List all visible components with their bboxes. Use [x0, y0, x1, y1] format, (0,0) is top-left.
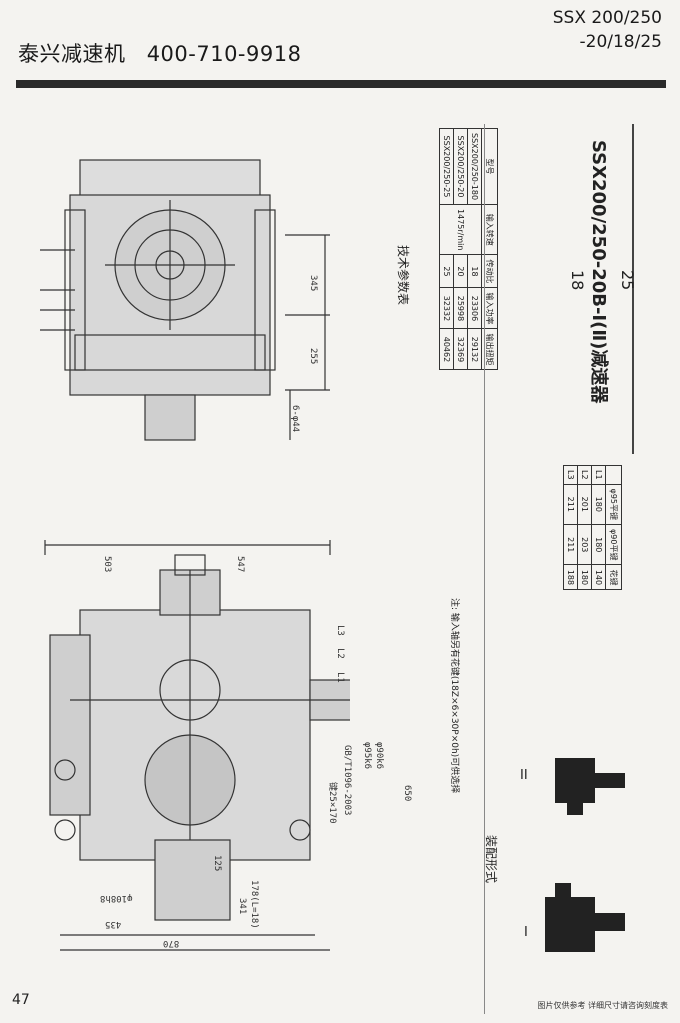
dim-125: 125: [212, 855, 222, 872]
assembly-form-II-icon: [555, 758, 625, 815]
table-row: L3 211 211 188: [563, 465, 578, 590]
table-cell: SSX200/250-25: [439, 128, 454, 205]
table-row: SSX200/250-180 1475r/min 18 23306 29132: [439, 128, 482, 370]
title-divider: [632, 124, 634, 454]
dim-6x44: 6-φ44: [290, 405, 300, 433]
section-view-drawing: [44, 540, 350, 951]
table-cell: 25998: [453, 287, 468, 329]
table-cell: 211: [563, 484, 578, 525]
table-cell: 201: [577, 484, 592, 525]
table-cell: 32332: [439, 287, 454, 329]
dim-L3: L3: [335, 625, 345, 636]
dim-108: φ108h8: [100, 893, 133, 903]
dim-547: 547: [235, 556, 245, 573]
title-line-3: 25: [618, 270, 637, 291]
tech-table-title: 技术参数表: [396, 245, 410, 306]
dim-178: 178(L=18): [249, 880, 259, 929]
table-cell: 140: [591, 564, 606, 590]
table-cell: 25: [439, 254, 454, 288]
model-line-2: -20/18/25: [579, 32, 663, 52]
table-cell: φ90平键: [605, 524, 622, 565]
table-row: L1 180 180 140: [591, 465, 606, 590]
table-cell: φ95平键: [605, 484, 622, 525]
table-cell: 211: [563, 524, 578, 565]
table-cell: 188: [563, 564, 578, 590]
table-cell: 1475r/min: [439, 204, 482, 255]
table-cell: 180: [591, 484, 606, 525]
table-cell: 29132: [467, 328, 482, 370]
dim-key: 键25×170: [327, 782, 337, 824]
dim-650: 650: [402, 785, 412, 802]
title-line-1: 18: [568, 270, 587, 291]
assembly-label-II: II: [520, 768, 528, 783]
table-cell: L2: [577, 465, 592, 485]
title-line-2: SSX200/250-20B-Ⅰ(Ⅱ)减速器: [588, 140, 609, 404]
dim-341: 341: [237, 898, 247, 915]
header-divider: [16, 80, 666, 88]
table-cell: 180: [577, 564, 592, 590]
dim-503: 503: [102, 556, 112, 573]
center-divider: [484, 124, 485, 1014]
page-number: 47: [12, 992, 30, 1008]
top-view-drawing: [40, 159, 330, 441]
dim-L1: L1: [335, 672, 345, 683]
brand-name: 泰兴减速机: [18, 42, 126, 66]
table-cell: 18: [467, 254, 482, 288]
model-number: SSX 200/250 -20/18/25: [553, 6, 662, 54]
dim-standard: GB/T1096-2003: [342, 745, 352, 816]
table-cell: 180: [591, 524, 606, 565]
page-header-title: 泰兴减速机 400-710-9918: [18, 38, 301, 68]
table-row: L2 201 203 180: [577, 465, 592, 590]
phone-number: 400-710-9918: [146, 42, 302, 66]
assembly-form-I-icon: [545, 883, 625, 952]
table-cell: SSX200/250-20: [453, 128, 468, 205]
dim-table-container: φ95平键 φ90平键 花键 L1 180 180 140 L2 201 203…: [563, 465, 680, 590]
table-cell: SSX200/250-180: [467, 128, 482, 205]
dim-table: φ95平键 φ90平键 花键 L1 180 180 140 L2 201 203…: [563, 465, 622, 590]
table-cell: L1: [591, 465, 606, 485]
table-cell: L3: [563, 465, 578, 485]
dim-435: 435: [105, 919, 122, 929]
table-cell: 23306: [467, 287, 482, 329]
table-cell: 20: [453, 254, 468, 288]
table-cell: 32369: [453, 328, 468, 370]
table-cell: 40462: [439, 328, 454, 370]
table-cell: 花键: [605, 564, 622, 590]
tech-param-table: 型号 输入转速 传动比 输入功率 输出扭矩 SSX200/250-180 147…: [439, 128, 498, 370]
table-cell: [605, 465, 622, 485]
table-cell: 203: [577, 524, 592, 565]
footer-note: 图片仅供参考 详细尺寸请咨询刻度表: [537, 1001, 668, 1010]
note-text: 注: 输入轴另有花键(18Z×6×30P×0h)可供选择: [449, 598, 459, 794]
assembly-title: 装配形式: [484, 835, 498, 884]
model-line-1: SSX 200/250: [552, 8, 662, 28]
dim-L2: L2: [335, 648, 345, 659]
dim-870: 870: [163, 938, 180, 948]
dim-shaft-90: φ90k6: [374, 742, 384, 770]
dim-345: 345: [308, 275, 318, 292]
dim-255: 255: [308, 348, 318, 365]
assembly-label-I: I: [524, 925, 528, 940]
dim-shaft-95: φ95k6: [362, 742, 372, 770]
